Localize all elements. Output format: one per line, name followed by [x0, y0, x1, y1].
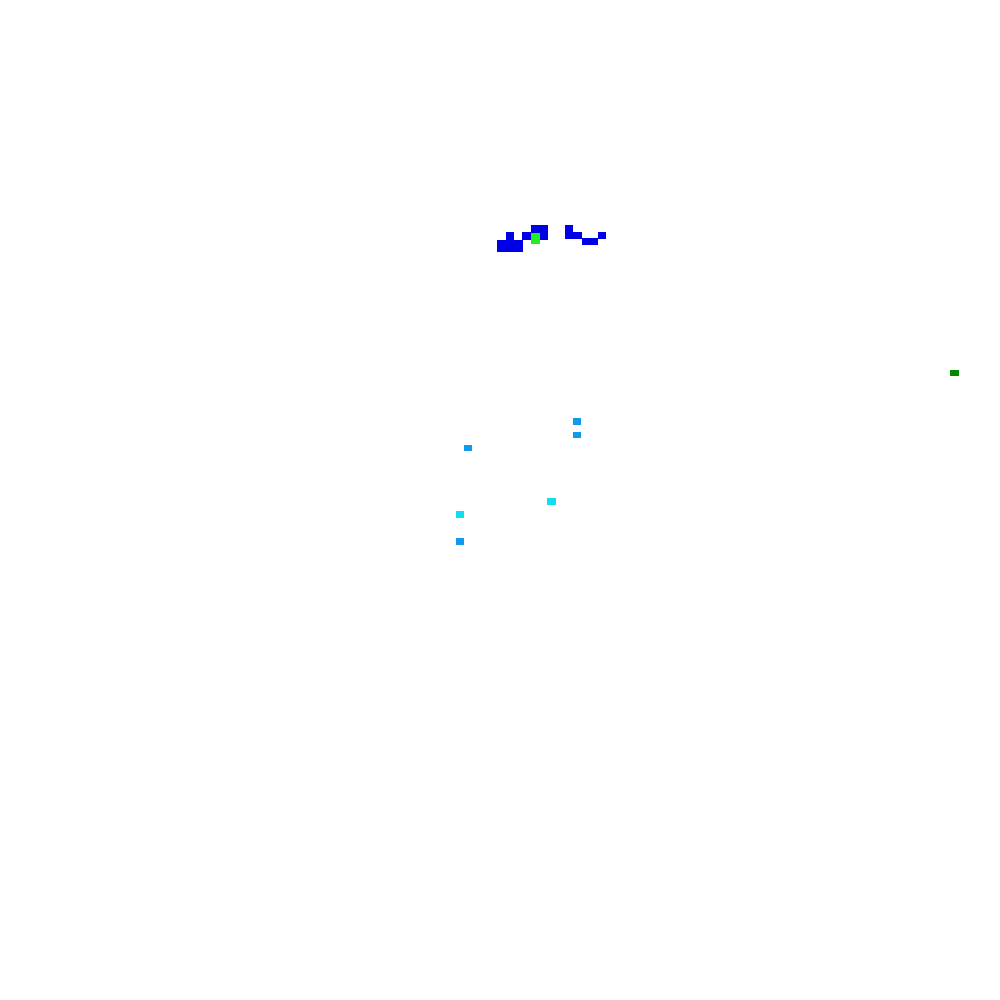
sky-blue-block: [573, 432, 581, 438]
blue-block: [598, 232, 606, 239]
bright-green-block: [531, 233, 540, 244]
blue-block: [582, 238, 598, 245]
cyan-block: [456, 511, 464, 518]
blue-block: [497, 240, 523, 252]
sky-blue-block: [573, 418, 581, 425]
blue-block: [572, 232, 582, 239]
blue-block: [522, 232, 532, 240]
sky-blue-block: [456, 538, 464, 545]
cyan-block: [547, 498, 556, 505]
blue-block: [565, 225, 573, 239]
dark-green-block: [950, 370, 959, 376]
sky-blue-block: [464, 445, 472, 451]
blue-block: [506, 232, 514, 240]
